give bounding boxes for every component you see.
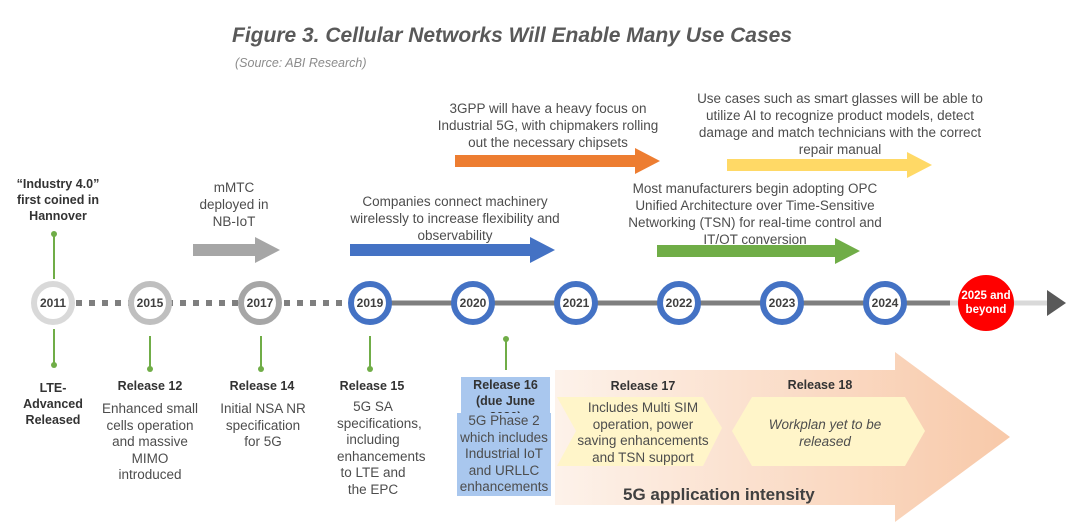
release-14-desc: Initial NSA NR specification for 5G <box>220 401 306 449</box>
connector-line <box>149 336 151 368</box>
release-12-desc: Enhanced small cells operation and massi… <box>101 401 199 482</box>
smart-glasses-note: Use cases such as smart glasses will be … <box>697 91 983 157</box>
lte-advanced-title: LTE-Advanced Released <box>23 381 83 427</box>
year-2017: 2017 <box>238 281 282 325</box>
year-2022: 2022 <box>657 281 701 325</box>
intensity-label: 5G application intensity <box>623 485 815 504</box>
year-2021: 2021 <box>554 281 598 325</box>
year-2019: 2019 <box>348 281 392 325</box>
year-2020: 2020 <box>451 281 495 325</box>
release-18-title: Release 18 <box>787 378 853 392</box>
release-17-desc: Includes Multi SIM operation, power savi… <box>577 400 709 465</box>
year-2024: 2024 <box>863 281 907 325</box>
release-18-desc: Workplan yet to be released <box>768 417 882 449</box>
release-15-title: Release 15 <box>339 379 405 393</box>
year-2015: 2015 <box>128 281 172 325</box>
connector-dot <box>147 366 153 372</box>
smart-glasses-arrow <box>727 152 932 178</box>
connector-dot <box>51 362 57 368</box>
year-2023: 2023 <box>760 281 804 325</box>
release-18-chevron <box>732 397 925 466</box>
industry40-note: “Industry 4.0” first coined in Hannover <box>16 177 100 223</box>
companies-note: Companies connect machinery wirelessly t… <box>350 194 560 243</box>
connector-line <box>53 233 55 279</box>
mmtc-note: mMTC deployed in NB-IoT <box>199 180 269 229</box>
release-14-title: Release 14 <box>229 379 295 393</box>
release-15-desc: 5G SA specifications, including enhancem… <box>337 399 426 497</box>
release-17-title: Release 17 <box>610 379 676 393</box>
figure-title: Figure 3. Cellular Networks Will Enable … <box>232 24 792 47</box>
release-17-chevron <box>557 397 722 466</box>
3gpp-note: 3GPP will have a heavy focus on Industri… <box>437 101 659 150</box>
3gpp-arrow <box>455 148 660 174</box>
connector-line <box>369 336 371 368</box>
year-2025-and-beyond: 2025 and beyond <box>958 275 1014 331</box>
manufacturers-arrow <box>657 238 860 264</box>
release-16-desc: 5G Phase 2 which includes Industrial IoT… <box>457 413 551 496</box>
connector-dot <box>258 366 264 372</box>
timeline-arrowhead <box>1047 290 1066 316</box>
connector-line <box>505 338 507 370</box>
release-12-title: Release 12 <box>117 379 183 393</box>
year-2011: 2011 <box>31 281 75 325</box>
connector-line <box>53 329 55 365</box>
connector-dot <box>367 366 373 372</box>
manufacturers-note: Most manufacturers begin adopting OPC Un… <box>628 181 882 247</box>
connector-line <box>260 336 262 368</box>
companies-arrow <box>350 237 555 263</box>
figure-source: (Source: ABI Research) <box>235 56 367 70</box>
mmtc-arrow <box>193 237 280 263</box>
